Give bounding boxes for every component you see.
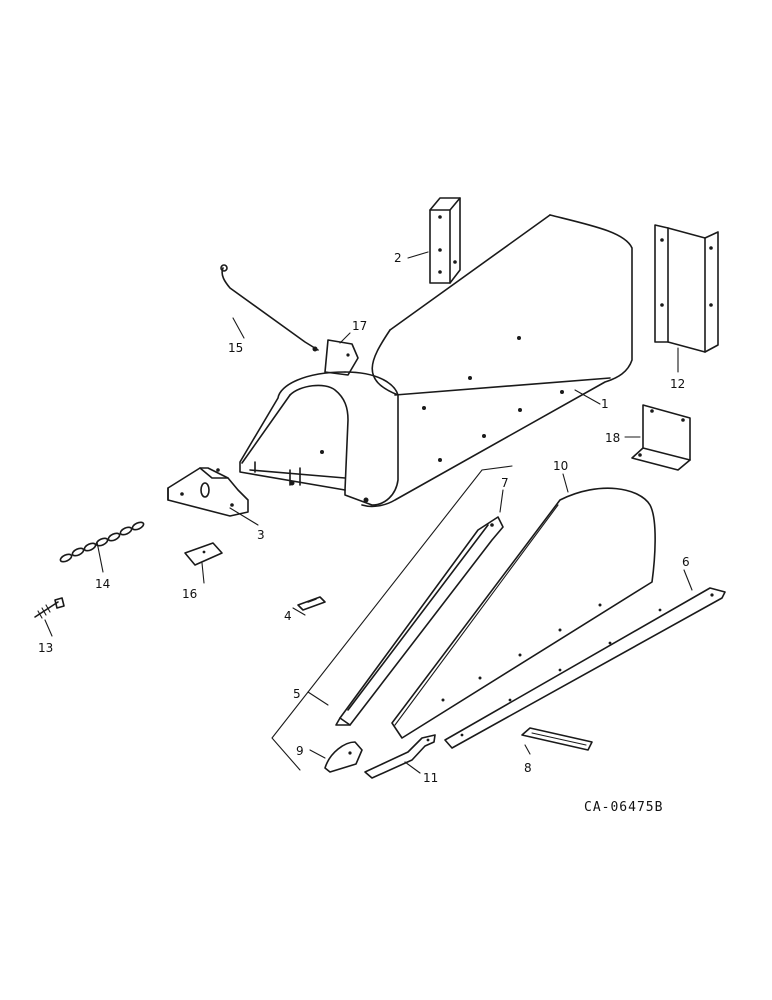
part-8-strip: [521, 727, 593, 751]
callout-17: 17: [352, 319, 367, 333]
part-18-floor-bracket: [631, 404, 691, 471]
part-2-bracket: [429, 197, 461, 284]
drawing-code: CA-06475B: [584, 800, 663, 815]
callout-9: 9: [296, 744, 304, 758]
part-12-angle-bracket: [654, 224, 719, 353]
part-1-housing: [239, 214, 633, 508]
callout-2: 2: [394, 251, 402, 265]
callout-7: 7: [501, 476, 509, 490]
callout-6: 6: [682, 555, 690, 569]
part-5-group-bracket: [271, 465, 513, 771]
part-10-cover: [391, 487, 656, 739]
part-13-bolt: [34, 597, 65, 619]
leader-lines: [44, 251, 693, 774]
part-9-plate: [324, 741, 363, 773]
part-15-rod: [220, 264, 319, 352]
callout-labels: 1 2 3 4 5 6 7 8 9 10 11 12 13 14 15 16 1…: [38, 251, 690, 785]
part-17-plate: [324, 339, 359, 376]
callout-5: 5: [293, 687, 301, 701]
part-7-strip: [335, 516, 504, 726]
part-3-pivot-bracket: [167, 467, 249, 517]
callout-18: 18: [605, 431, 620, 445]
part-11-strip: [364, 734, 436, 779]
part-4-clip: [297, 596, 326, 611]
callout-15: 15: [228, 341, 243, 355]
callout-3: 3: [257, 528, 265, 542]
callout-13: 13: [38, 641, 53, 655]
callout-1: 1: [601, 397, 609, 411]
callout-8: 8: [524, 761, 532, 775]
part-16-plate: [184, 542, 223, 566]
callout-4: 4: [284, 609, 292, 623]
callout-11: 11: [423, 771, 438, 785]
part-14-chain: [59, 521, 145, 563]
part-6-strip: [444, 587, 726, 749]
callout-12: 12: [670, 377, 685, 391]
callout-16: 16: [182, 587, 197, 601]
callout-10: 10: [553, 459, 568, 473]
callout-14: 14: [95, 577, 110, 591]
